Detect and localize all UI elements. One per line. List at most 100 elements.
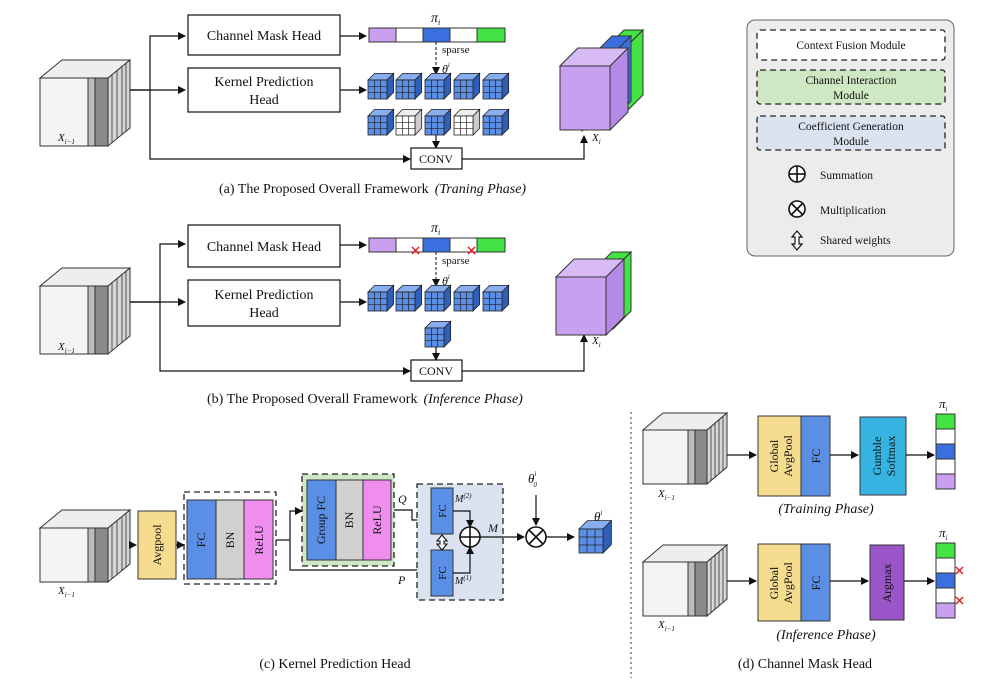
- x-out-label-b: Xi: [591, 335, 601, 349]
- pi-label-d1: πi: [939, 396, 948, 413]
- x-in-label-c: Xi−1: [57, 585, 75, 599]
- kernel-cube: [395, 108, 423, 136]
- channel-mask-head-box-b: [187, 224, 341, 268]
- shared-weights-icon-c: [435, 534, 449, 551]
- sparse-label-a: sparse: [442, 44, 470, 56]
- relu-label-c: ReLU: [252, 525, 266, 555]
- kernel-prediction-head-label-b: Kernel Prediction: [214, 288, 313, 303]
- theta-label-b: θi: [442, 273, 450, 288]
- kernel-cube: [395, 284, 423, 312]
- fc-top-label: FC: [437, 504, 449, 517]
- avgpool-box: [137, 510, 177, 580]
- avgpool-label: Avgpool: [150, 524, 164, 566]
- global-avgpool-label-d1: GlobalAvgPool: [767, 434, 795, 476]
- input-tensor-b: [38, 266, 132, 356]
- summation-icon-c: [459, 526, 481, 548]
- pi-label-b: πi: [431, 221, 440, 237]
- kernel-prediction-head-label-a-2: Head: [249, 93, 279, 108]
- fc-bottom-label: FC: [437, 566, 449, 579]
- global-avgpool-box-d2: [757, 543, 802, 622]
- legend-context-fusion-box: [756, 29, 946, 61]
- bn-label-c2: BN: [342, 511, 356, 528]
- kernel-prediction-head-box-b: [187, 279, 341, 327]
- input-tensor-c: [38, 508, 132, 584]
- pi-label-a: πi: [431, 11, 440, 27]
- bn-box-c: [215, 499, 245, 580]
- legend-context-fusion-label: Context Fusion Module: [796, 40, 905, 52]
- bn-box-c2: [335, 479, 364, 561]
- panel-b: Xi−1 Channel Mask Head Kernel Prediction…: [38, 221, 633, 407]
- mask-vector-b: [368, 237, 506, 253]
- pi-label-d2: πi: [939, 525, 948, 542]
- legend-channel-interaction-label: Channel Interaction: [805, 75, 896, 87]
- q-label: Q: [398, 492, 407, 506]
- x-in-label-b: Xi−1: [57, 341, 75, 355]
- channel-mask-head-label-b: Channel Mask Head: [207, 240, 321, 255]
- kernel-cube: [424, 320, 452, 348]
- inference-phase-label: (Inference Phase): [776, 628, 876, 643]
- theta-label-a: θi: [442, 61, 450, 76]
- x-in-label-d2: Xi−1: [657, 619, 675, 633]
- kernel-cube: [482, 72, 510, 100]
- relu-label-c2: ReLU: [370, 505, 384, 535]
- channel-mask-head-label-a: Channel Mask Head: [207, 29, 321, 44]
- fc-label-d2: FC: [809, 576, 823, 591]
- relu-box-c: [243, 499, 274, 580]
- kernel-cube: [424, 72, 452, 100]
- legend-multiplication-label: Multiplication: [820, 205, 886, 217]
- fc-label-d1: FC: [809, 449, 823, 464]
- input-tensor-d1: [641, 411, 729, 486]
- bn-label-c: BN: [223, 531, 237, 548]
- context-fusion-module: [183, 491, 277, 585]
- legend-summation-label: Summation: [820, 170, 873, 182]
- output-tensor-b: [554, 250, 633, 337]
- summation-icon: [788, 165, 806, 183]
- kernel-cube: [453, 72, 481, 100]
- sparse-label-b: sparse: [442, 255, 470, 267]
- legend-coefficient-generation-label: Coefficient Generation: [798, 121, 904, 133]
- x-out-label-a: Xi: [591, 132, 601, 146]
- legend-coefficient-generation-label-2: Module: [833, 136, 869, 148]
- channel-mask-head-box-a: [187, 14, 341, 56]
- gumble-softmax-label: GumbleSoftmax: [870, 436, 898, 477]
- training-phase-label: (Training Phase): [778, 502, 874, 517]
- group-fc-label: Group FC: [314, 496, 328, 544]
- conv-label-b: CONV: [419, 364, 453, 378]
- kernel-cube: [367, 108, 395, 136]
- m-label: M: [487, 521, 499, 535]
- gumble-softmax-box: [859, 416, 907, 496]
- kernel-cube: [453, 284, 481, 312]
- output-tensor-a: [558, 28, 645, 133]
- caption-a: (a) The Proposed Overall Framework(Trani…: [219, 182, 526, 197]
- kernel-output-c: [578, 519, 613, 554]
- argmax-box: [869, 544, 905, 621]
- kernel-prediction-head-label-a: Kernel Prediction: [214, 75, 313, 90]
- kernel-cube: [578, 519, 613, 554]
- input-tensor-d2: [641, 543, 729, 618]
- shared-weights-icon: [790, 230, 804, 251]
- kernel-cube: [482, 108, 510, 136]
- legend-channel-interaction-label-2: Module: [833, 90, 869, 102]
- caption-c: (c) Kernel Prediction Head: [259, 657, 410, 672]
- conv-label-a: CONV: [419, 152, 453, 166]
- legend-channel-interaction-box: [756, 69, 946, 105]
- legend-panel: Context Fusion Module Channel Interactio…: [746, 19, 955, 257]
- fc-label-c: FC: [194, 533, 208, 548]
- x-in-label-d1: Xi−1: [657, 488, 675, 502]
- pruned-mark-icon: [411, 246, 476, 255]
- global-avgpool-box-d1: [757, 415, 802, 497]
- mask-vector-a: [368, 27, 506, 43]
- legend-shared-weights-label: Shared weights: [820, 235, 891, 247]
- m1-label: M(1): [454, 574, 472, 587]
- group-fc-box: [306, 479, 337, 561]
- kernel-cube: [424, 108, 452, 136]
- kernel-cube: [367, 72, 395, 100]
- mask-vector-d1: [935, 413, 956, 490]
- legend-coefficient-generation-box: [756, 115, 946, 151]
- panel-d: Xi−1 GlobalAvgPool FC GumbleSoftmax πi (…: [641, 396, 964, 672]
- caption-b: (b) The Proposed Overall Framework(Infer…: [207, 392, 523, 407]
- theta-label-c: θi: [594, 509, 602, 524]
- kernel-grid-b: [367, 284, 510, 348]
